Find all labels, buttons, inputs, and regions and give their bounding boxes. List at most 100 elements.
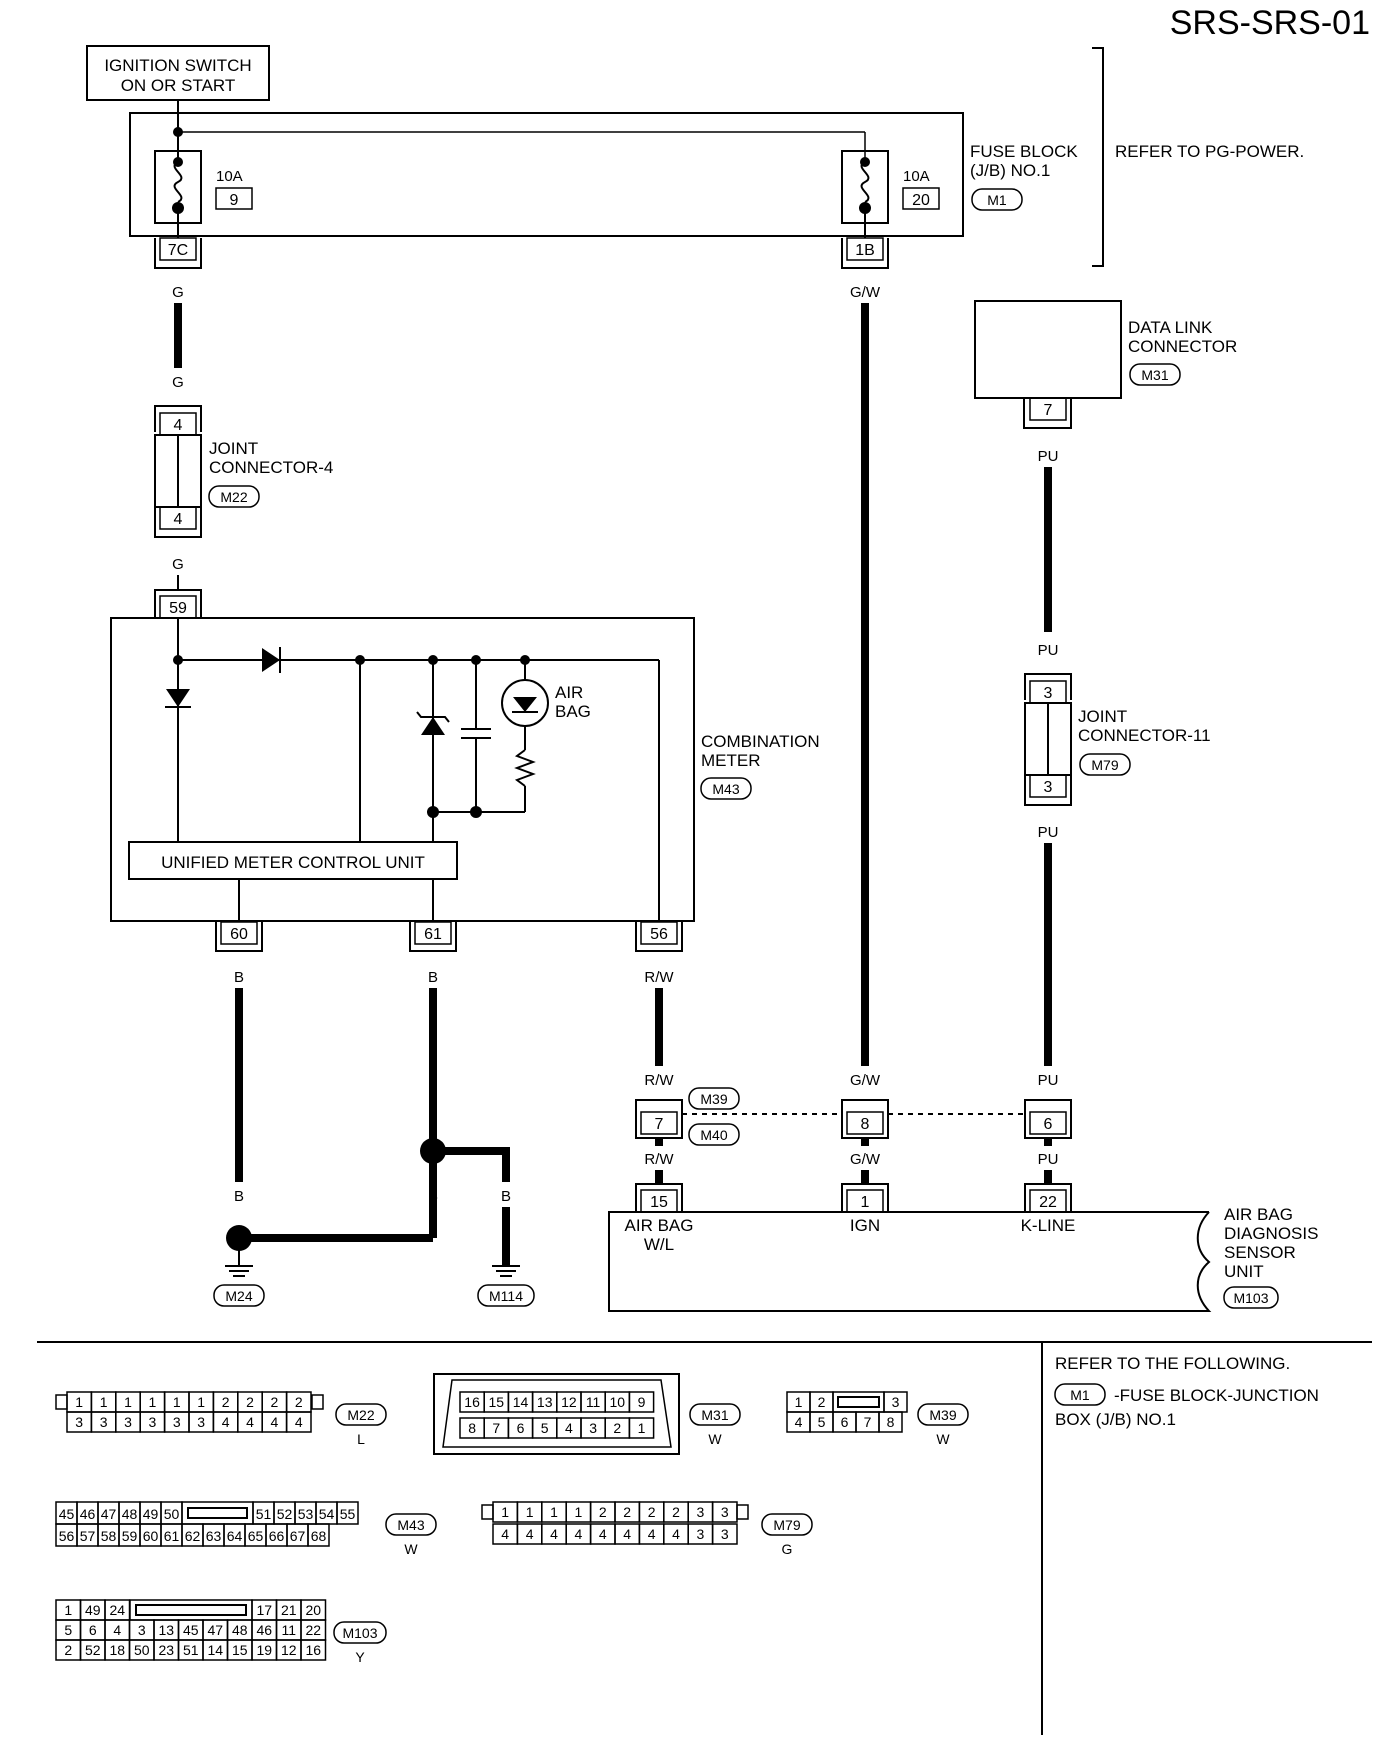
m79-cell (711, 1523, 738, 1545)
m22-cell-label: 2 (271, 1394, 279, 1410)
m22-cell-label: 4 (222, 1414, 230, 1430)
wire-color-pu-5: PU (1038, 1151, 1059, 1168)
fuse-20-number: 20 (912, 192, 930, 209)
m79-cell-label: 3 (697, 1504, 705, 1520)
ground-m114: M114 (489, 1288, 523, 1304)
m31-cell-label: 13 (537, 1394, 553, 1410)
svg-text:7: 7 (1044, 402, 1053, 419)
m103-cell-label: 4 (113, 1622, 121, 1638)
wire-color-g-1: G (172, 284, 184, 301)
connector-wire-color: G (782, 1541, 793, 1557)
m43-cell-label: 45 (59, 1506, 75, 1522)
m79-cell-label: 4 (672, 1526, 680, 1542)
m31-cell-label: 15 (489, 1394, 505, 1410)
m39-cell-label: 4 (795, 1414, 803, 1430)
combination-meter-label-2: METER (701, 751, 761, 770)
meter-pin-61: 61 (409, 921, 457, 952)
m31-cell-label: 6 (517, 1420, 525, 1436)
m103-cell-label: 1 (64, 1602, 72, 1618)
ignition-switch-label-2: ON OR START (121, 76, 236, 95)
m79-cell-label: 1 (501, 1504, 509, 1520)
m103-cell-label: 6 (89, 1622, 97, 1638)
data-link-label-1: DATA LINK (1128, 318, 1213, 337)
m103-cell-label: 20 (305, 1602, 321, 1618)
sensor-terminal-air-bag-1: AIR BAG (625, 1216, 694, 1235)
svg-text:59: 59 (169, 600, 187, 617)
m22-cell-label: 1 (173, 1394, 181, 1410)
m103-cell-label: 17 (256, 1602, 272, 1618)
svg-text:4: 4 (174, 511, 183, 528)
m43-cell (307, 1523, 330, 1547)
wire-color-b-1: B (234, 969, 244, 986)
m79-cell-label: 1 (526, 1504, 534, 1520)
air-bag-diagnosis-sensor-unit: 15 1 22 AIR BAG W/L IGN K-LINE AIR BAG D… (608, 1183, 1318, 1312)
m22-cell-label: 3 (100, 1414, 108, 1430)
m79-cell-label: 1 (550, 1504, 558, 1520)
m22-cell-label: 3 (75, 1414, 83, 1430)
wire-color-pu-2: PU (1038, 642, 1059, 659)
m103-cell-label: 11 (281, 1622, 296, 1638)
m103-cell-label: 22 (305, 1622, 321, 1638)
m79-cell-label: 1 (575, 1504, 583, 1520)
wire-color-rw-1: R/W (644, 969, 674, 986)
fuse-9-number: 9 (230, 192, 239, 209)
m43-cell-label: 56 (59, 1528, 75, 1544)
m43-cell-label: 67 (290, 1528, 306, 1544)
combination-meter: 59 AIR BAG (110, 589, 820, 922)
refer-following-2: -FUSE BLOCK-JUNCTION (1114, 1386, 1319, 1405)
ground-symbol-m114: M114 (477, 1265, 535, 1307)
m103-cell-label: 15 (232, 1642, 248, 1658)
m103-cell-label: 3 (138, 1622, 146, 1638)
connector-wire-color: W (404, 1541, 418, 1557)
combination-meter-label-1: COMBINATION (701, 732, 820, 751)
svg-text:56: 56 (650, 926, 668, 943)
m43-cell-label: 63 (206, 1528, 222, 1544)
m39-cell-label: 5 (818, 1414, 826, 1430)
svg-text:22: 22 (1039, 1194, 1057, 1211)
m31-cell-label: 7 (492, 1420, 500, 1436)
joint-connector-11-label-1: JOINT (1078, 707, 1127, 726)
m43-cell-label: 66 (269, 1528, 285, 1544)
joint-connector-4-label-2: CONNECTOR-4 (209, 458, 333, 477)
fuse-9-amps: 10A (216, 168, 243, 185)
terminal-7c: 7C (154, 237, 202, 269)
m79-cell-label: 3 (721, 1504, 729, 1520)
m79-cell-label: 4 (623, 1526, 631, 1542)
m103-cell (300, 1639, 327, 1661)
inline-connector-m39: M39 (700, 1091, 727, 1107)
refer-following-3: BOX (J/B) NO.1 (1055, 1410, 1176, 1429)
m43-cell-label: 68 (311, 1528, 327, 1544)
sensor-terminal-ign: IGN (850, 1216, 880, 1235)
m79-cell-label: 4 (526, 1526, 534, 1542)
connector-id: M22 (347, 1407, 374, 1423)
meter-pin-56: 56 (635, 921, 683, 952)
m39-cell-label: 3 (892, 1394, 900, 1410)
m43-cell (336, 1501, 359, 1525)
m43-cell-label: 49 (143, 1506, 159, 1522)
m22-cell-label: 4 (271, 1414, 279, 1430)
m39-cell (878, 1411, 903, 1433)
m103-cell-label: 23 (158, 1642, 174, 1658)
m79-cell-label: 3 (721, 1526, 729, 1542)
m103-cell-label: 49 (85, 1602, 101, 1618)
m31-cell-label: 14 (513, 1394, 529, 1410)
wire-color-g-2: G (172, 374, 184, 391)
svg-text:6: 6 (1044, 1116, 1053, 1133)
svg-text:4: 4 (174, 417, 183, 434)
m43-cell-label: 58 (101, 1528, 117, 1544)
fuse-20-amps: 10A (903, 168, 930, 185)
m103-cell-label: 12 (281, 1642, 297, 1658)
sensor-unit-label-3: SENSOR (1224, 1243, 1296, 1262)
svg-text:15: 15 (650, 1194, 668, 1211)
m31-cell-label: 3 (589, 1420, 597, 1436)
m79-cell-label: 3 (697, 1526, 705, 1542)
connector-wire-color: L (357, 1431, 365, 1447)
m31-cell (628, 1391, 655, 1413)
m39-cell-label: 7 (864, 1414, 872, 1430)
joint-connector-11-label-2: CONNECTOR-11 (1078, 726, 1211, 745)
svg-text:3: 3 (1044, 685, 1053, 702)
sensor-unit-label-4: UNIT (1224, 1262, 1264, 1281)
ground-m24: M24 (225, 1288, 252, 1304)
data-link-connector: DATA LINK CONNECTOR M31 7 (974, 300, 1237, 429)
